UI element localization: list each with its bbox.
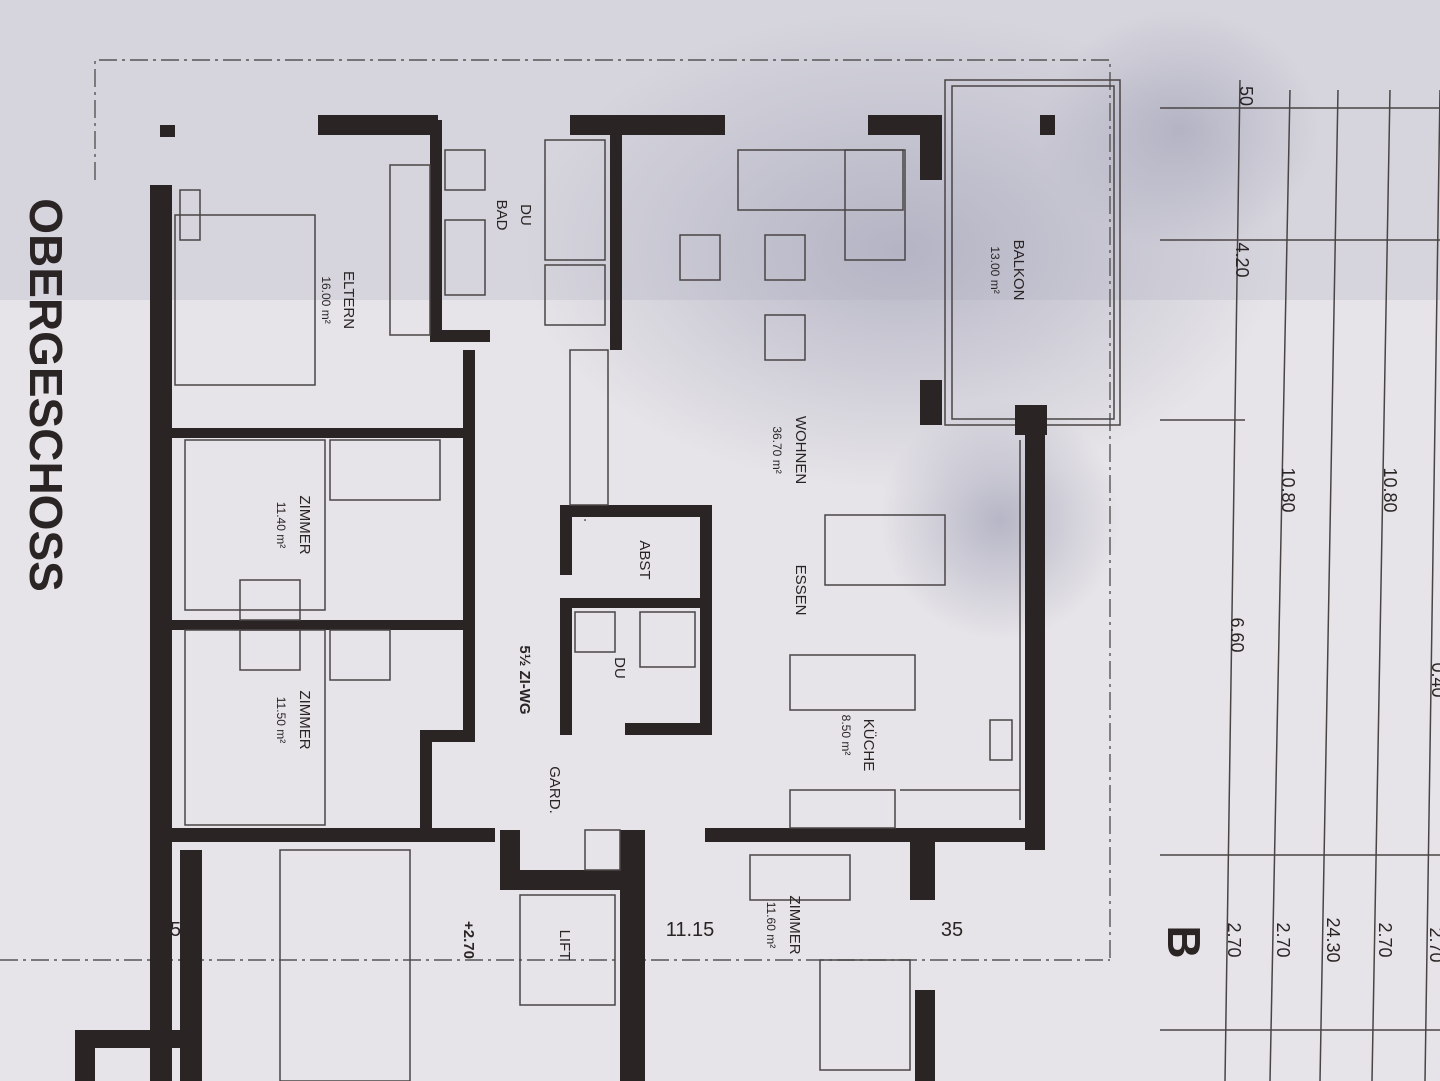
room-name: ZIMMER — [786, 895, 803, 954]
room-name: ELTERN — [340, 271, 357, 329]
dimension-label: 50 — [1236, 86, 1256, 106]
hand-shadow — [1040, 10, 1320, 250]
floor-title: OBERGESCHOSS — [20, 198, 72, 592]
dimension-label: 2.70 — [1224, 922, 1244, 957]
dimension-label: 24.30 — [1323, 917, 1343, 962]
dimension-label: 35 — [941, 919, 963, 941]
section-marker: B — [1158, 925, 1210, 958]
dimension-lines — [1160, 79, 1440, 1081]
room-name: ZIMMER — [296, 495, 313, 554]
dimension-label: 10.80 — [1380, 467, 1400, 512]
walls — [75, 115, 1047, 1081]
dimension-label: 2.70 — [1375, 922, 1395, 957]
room-area: 16.00 m² — [319, 276, 333, 323]
room-area: 13.00 m² — [988, 246, 1002, 293]
furniture — [174, 139, 1021, 1081]
room-area: 11.50 m² — [274, 697, 288, 743]
room-name: ZIMMER — [296, 690, 313, 749]
dimension-label: 2.70 — [1273, 922, 1293, 957]
dimension-label: 11.15 — [666, 919, 715, 941]
property-outline — [94, 59, 1111, 960]
room-name: WOHNEN — [792, 416, 809, 484]
dimension-label: 0.40 — [1428, 662, 1440, 697]
room-name: BAD — [493, 200, 510, 231]
dimension-label: 6.60 — [1227, 617, 1247, 652]
room-area: 8.50 m² — [839, 715, 853, 756]
hand-shadow — [880, 400, 1120, 640]
dimension-label: 2.70 — [1426, 927, 1440, 962]
room-name: LIFT — [556, 930, 573, 961]
apartment-label: 5½ ZI-WG — [516, 645, 533, 714]
dimension-label: 35 — [159, 919, 181, 941]
room-name: BALKON — [1010, 240, 1027, 301]
level-label: +2.70 — [460, 921, 477, 959]
room-area: 11.40 m² — [274, 502, 288, 548]
room-name: ESSEN — [792, 565, 809, 616]
room-name: DU — [517, 204, 534, 226]
room-area: 36.70 m² — [770, 426, 784, 473]
dimension-label: 10.80 — [1278, 467, 1298, 512]
room-area: 11.60 m² — [764, 902, 778, 948]
dimension-label: 4.20 — [1232, 242, 1252, 277]
room-name: KÜCHE — [860, 719, 878, 772]
room-name: GARD. — [546, 766, 563, 814]
room-name: DU — [611, 657, 628, 679]
room-name: ABST — [636, 540, 653, 579]
